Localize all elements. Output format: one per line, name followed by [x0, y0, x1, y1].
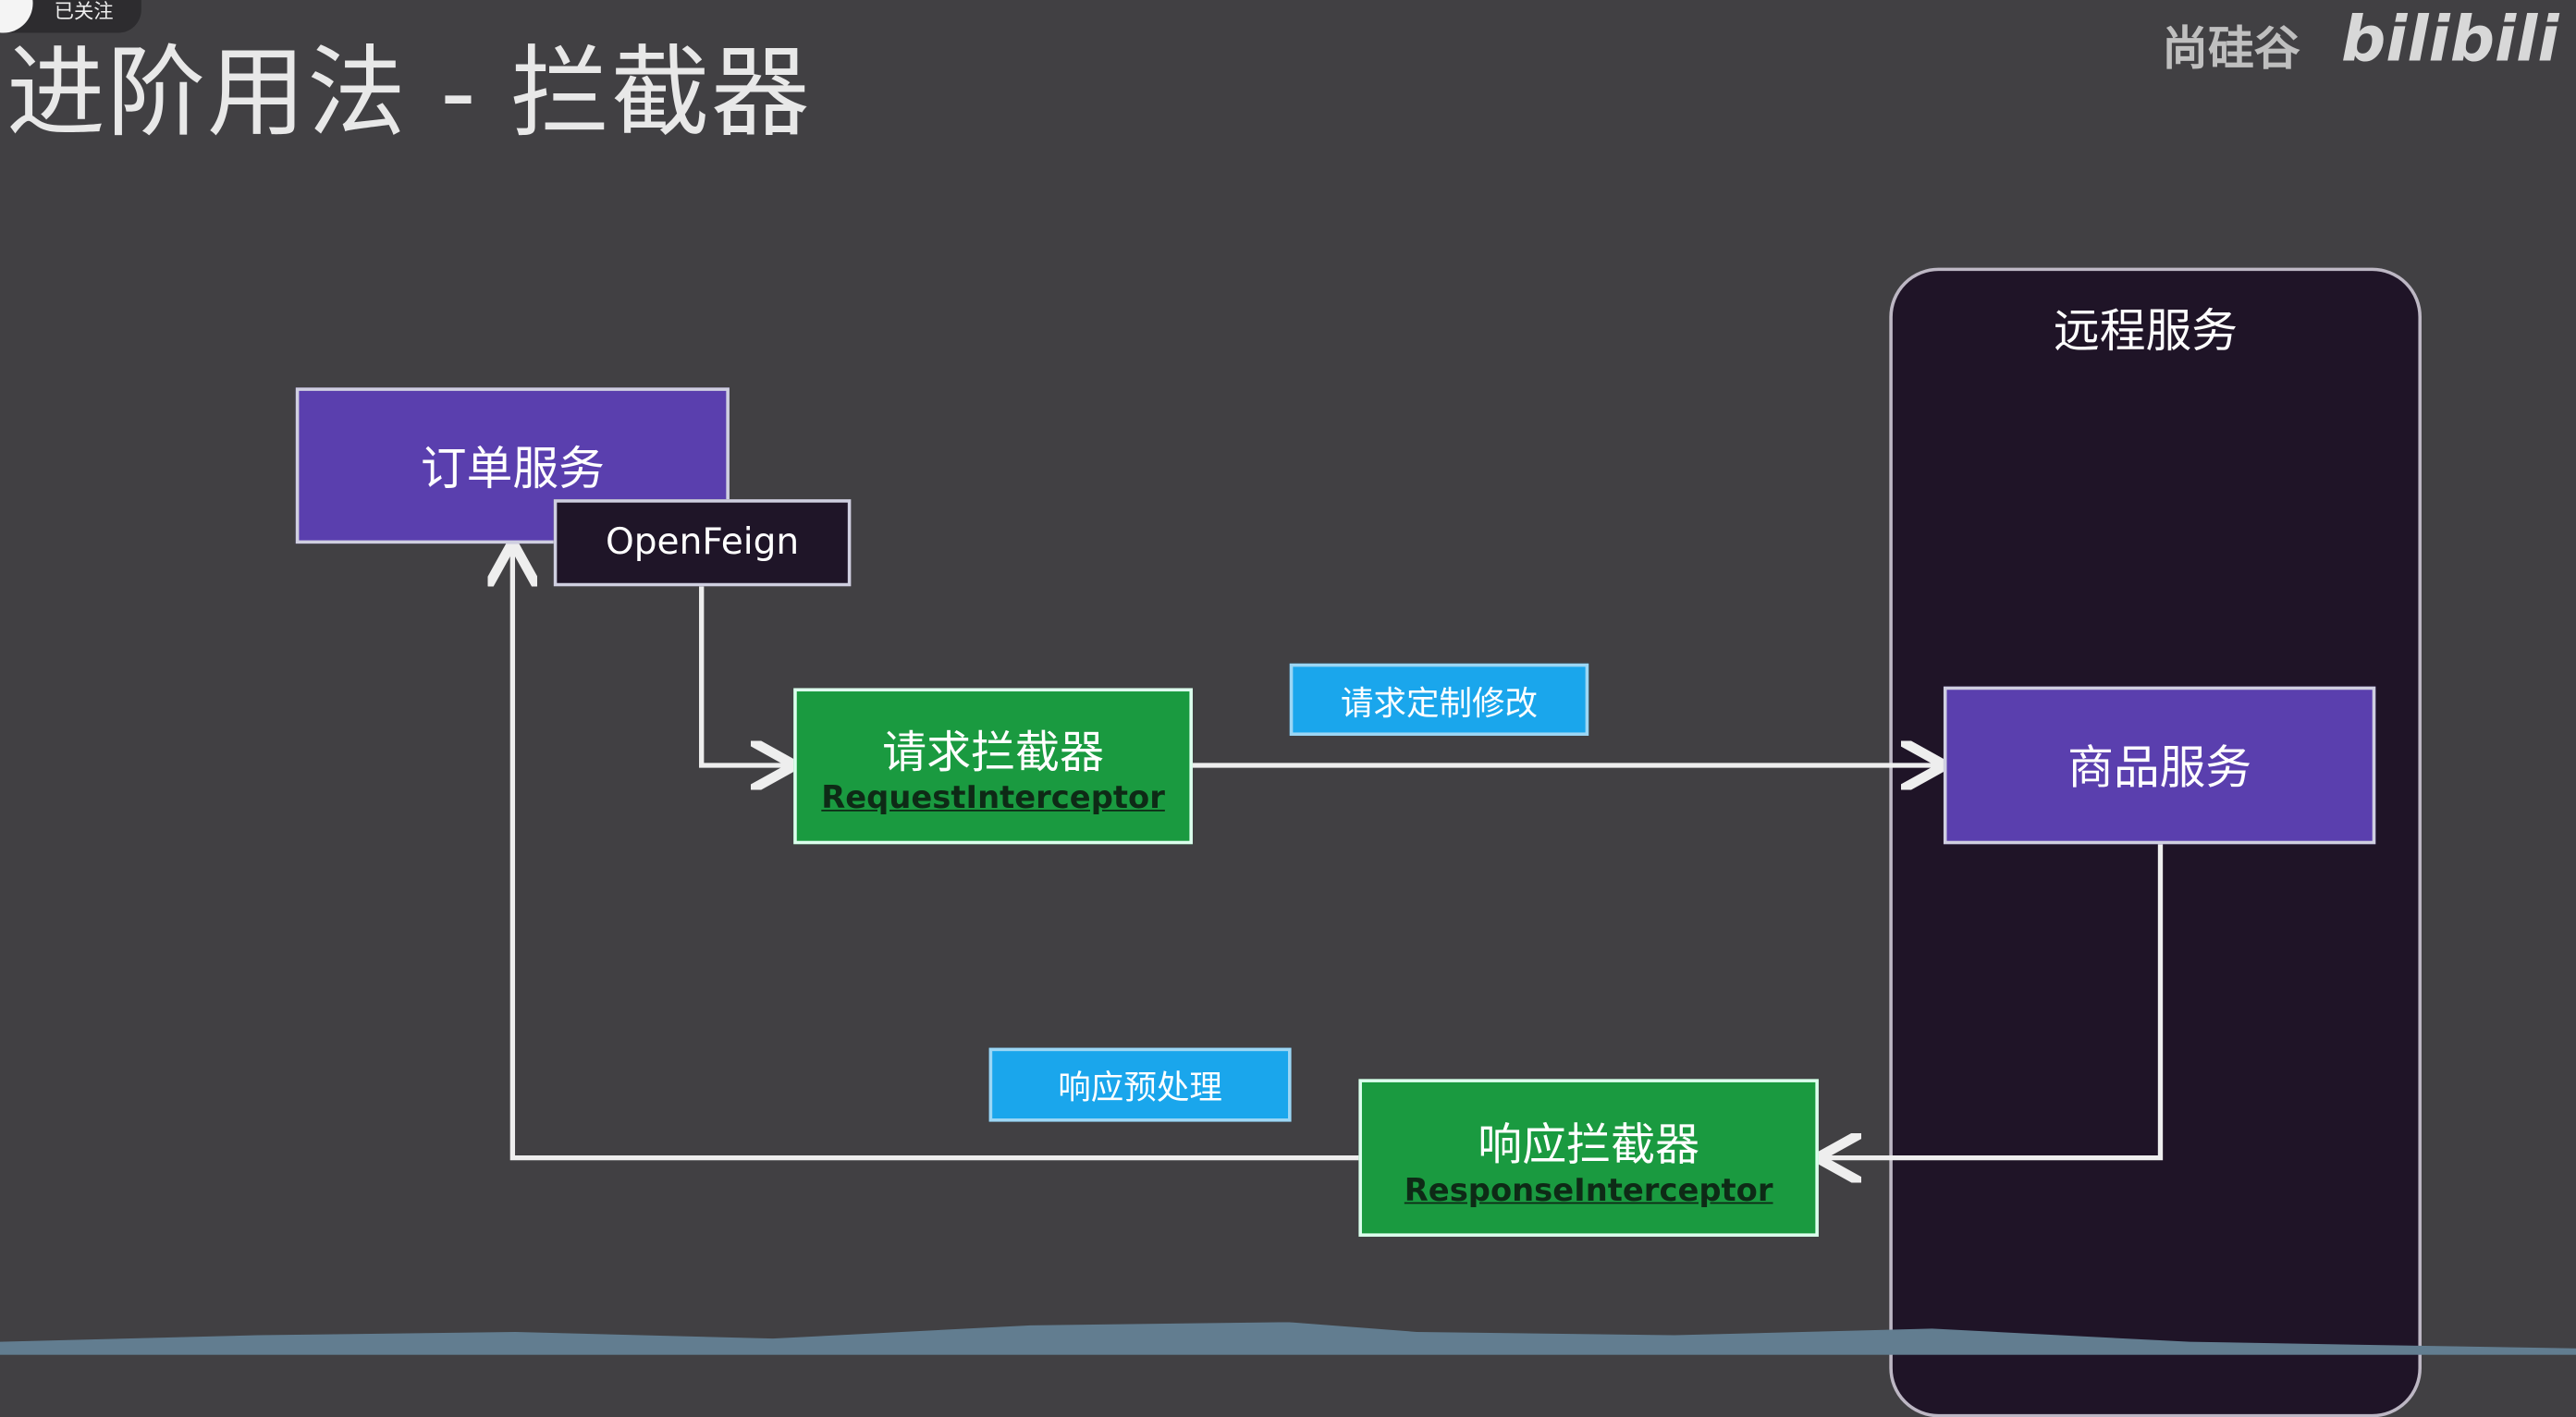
arrow-response-to-order	[512, 547, 1359, 1161]
product-service-box: 商品服务	[1943, 686, 2376, 845]
response-interceptor-box: 响应拦截器 ResponseInterceptor	[1358, 1079, 1819, 1237]
watermark-platform: bilibili	[2340, 3, 2559, 76]
request-interceptor-cn: 请求拦截器	[882, 727, 1105, 779]
remote-panel-title: 远程服务	[2054, 303, 2239, 359]
request-note-label: 请求定制修改	[1340, 682, 1539, 722]
follow-label: 已关注	[54, 0, 114, 23]
product-service-label: 商品服务	[2067, 740, 2252, 795]
arrow-product-to-response	[1822, 844, 2164, 1157]
response-interceptor-en: ResponseInterceptor	[1404, 1171, 1773, 1208]
response-note: 响应预处理	[988, 1047, 1292, 1122]
response-interceptor-cn: 响应拦截器	[1478, 1118, 1700, 1170]
slide-title: 进阶用法 - 拦截器	[6, 36, 812, 152]
flow-arrows	[0, 0, 2164, 1350]
watermark-brand: 尚硅谷	[2162, 21, 2300, 76]
response-note-label: 响应预处理	[1058, 1067, 1222, 1107]
follow-badge[interactable]: 已关注	[0, 0, 141, 33]
openfeign-box: OpenFeign	[553, 499, 852, 587]
openfeign-label: OpenFeign	[605, 522, 800, 564]
request-interceptor-box: 请求拦截器 RequestInterceptor	[793, 688, 1193, 845]
request-note: 请求定制修改	[1289, 663, 1589, 737]
order-service-label: 订单服务	[420, 441, 605, 495]
arrow-openfeign-to-request	[699, 586, 791, 765]
request-interceptor-en: RequestInterceptor	[821, 779, 1165, 817]
